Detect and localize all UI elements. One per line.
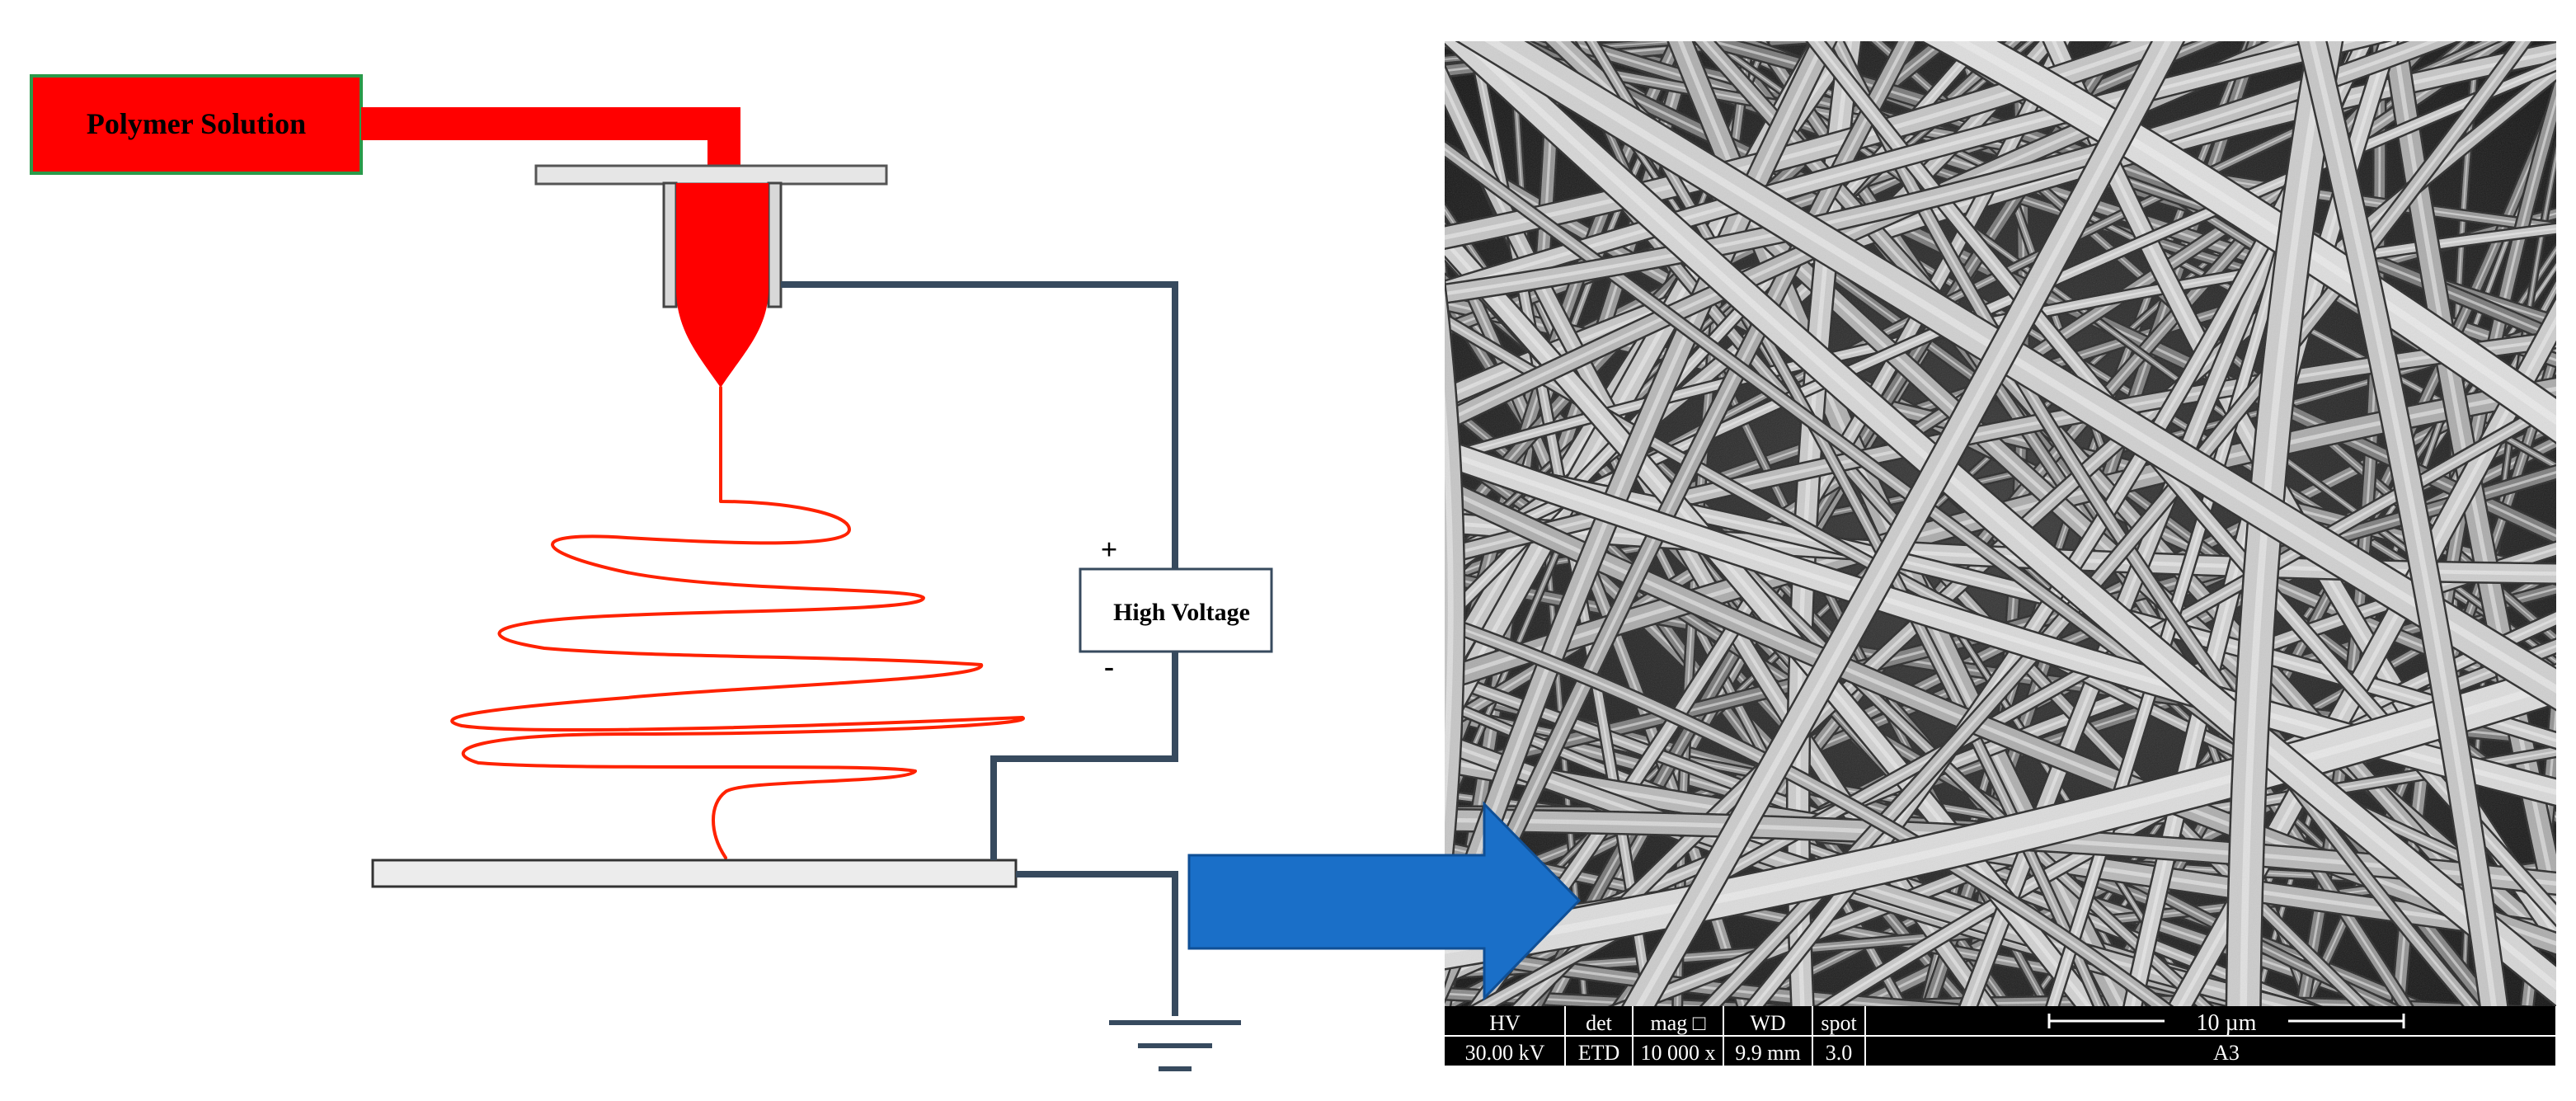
wire-positive (781, 281, 1178, 569)
negative-terminal-sign: - (1104, 650, 1114, 683)
sem-value-wd: 9.9 mm (1735, 1041, 1800, 1065)
sem-header-det: det (1586, 1011, 1613, 1035)
collector-plate (371, 859, 1018, 888)
sem-value-hv: 30.00 kV (1465, 1041, 1545, 1065)
output-arrow (1187, 801, 1582, 1001)
sem-value-mag: 10 000 x (1641, 1041, 1716, 1065)
sem-header-hv: HV (1489, 1011, 1521, 1035)
positive-terminal-sign: + (1101, 533, 1118, 566)
sem-info-bar: HV det mag □ WD spot 30.00 kV ETD 10 000… (1445, 1006, 2557, 1066)
polymer-solution-label: Polymer Solution (87, 107, 306, 140)
sem-micrograph (1445, 2, 2556, 1006)
wire-ground (1016, 871, 1178, 1016)
ground-symbol (1109, 1020, 1241, 1071)
high-voltage-label: High Voltage (1113, 599, 1250, 626)
high-voltage-supply: High Voltage + - (1079, 533, 1273, 683)
holder-plate (534, 164, 888, 186)
sem-scale-bar: 10 µm (2047, 1010, 2405, 1036)
polymer-solution-box: Polymer Solution (30, 74, 363, 175)
sem-sample-id: A3 (2213, 1041, 2240, 1065)
sem-header-spot: spot (1821, 1011, 1857, 1035)
sem-header-mag: mag □ (1651, 1011, 1706, 1035)
polymer-jet (450, 386, 1025, 859)
fiber-shadow (1693, 2, 2531, 16)
sem-scale-bar-label: 10 µm (2197, 1010, 2257, 1036)
sem-value-det: ETD (1578, 1041, 1620, 1065)
fiber-highlight (1693, 2, 2531, 16)
wire-negative (990, 652, 1178, 860)
fiber (1693, 2, 2531, 16)
spinneret (662, 181, 783, 388)
sem-header-wd: WD (1750, 1011, 1785, 1035)
sem-value-spot: 3.0 (1826, 1041, 1853, 1065)
